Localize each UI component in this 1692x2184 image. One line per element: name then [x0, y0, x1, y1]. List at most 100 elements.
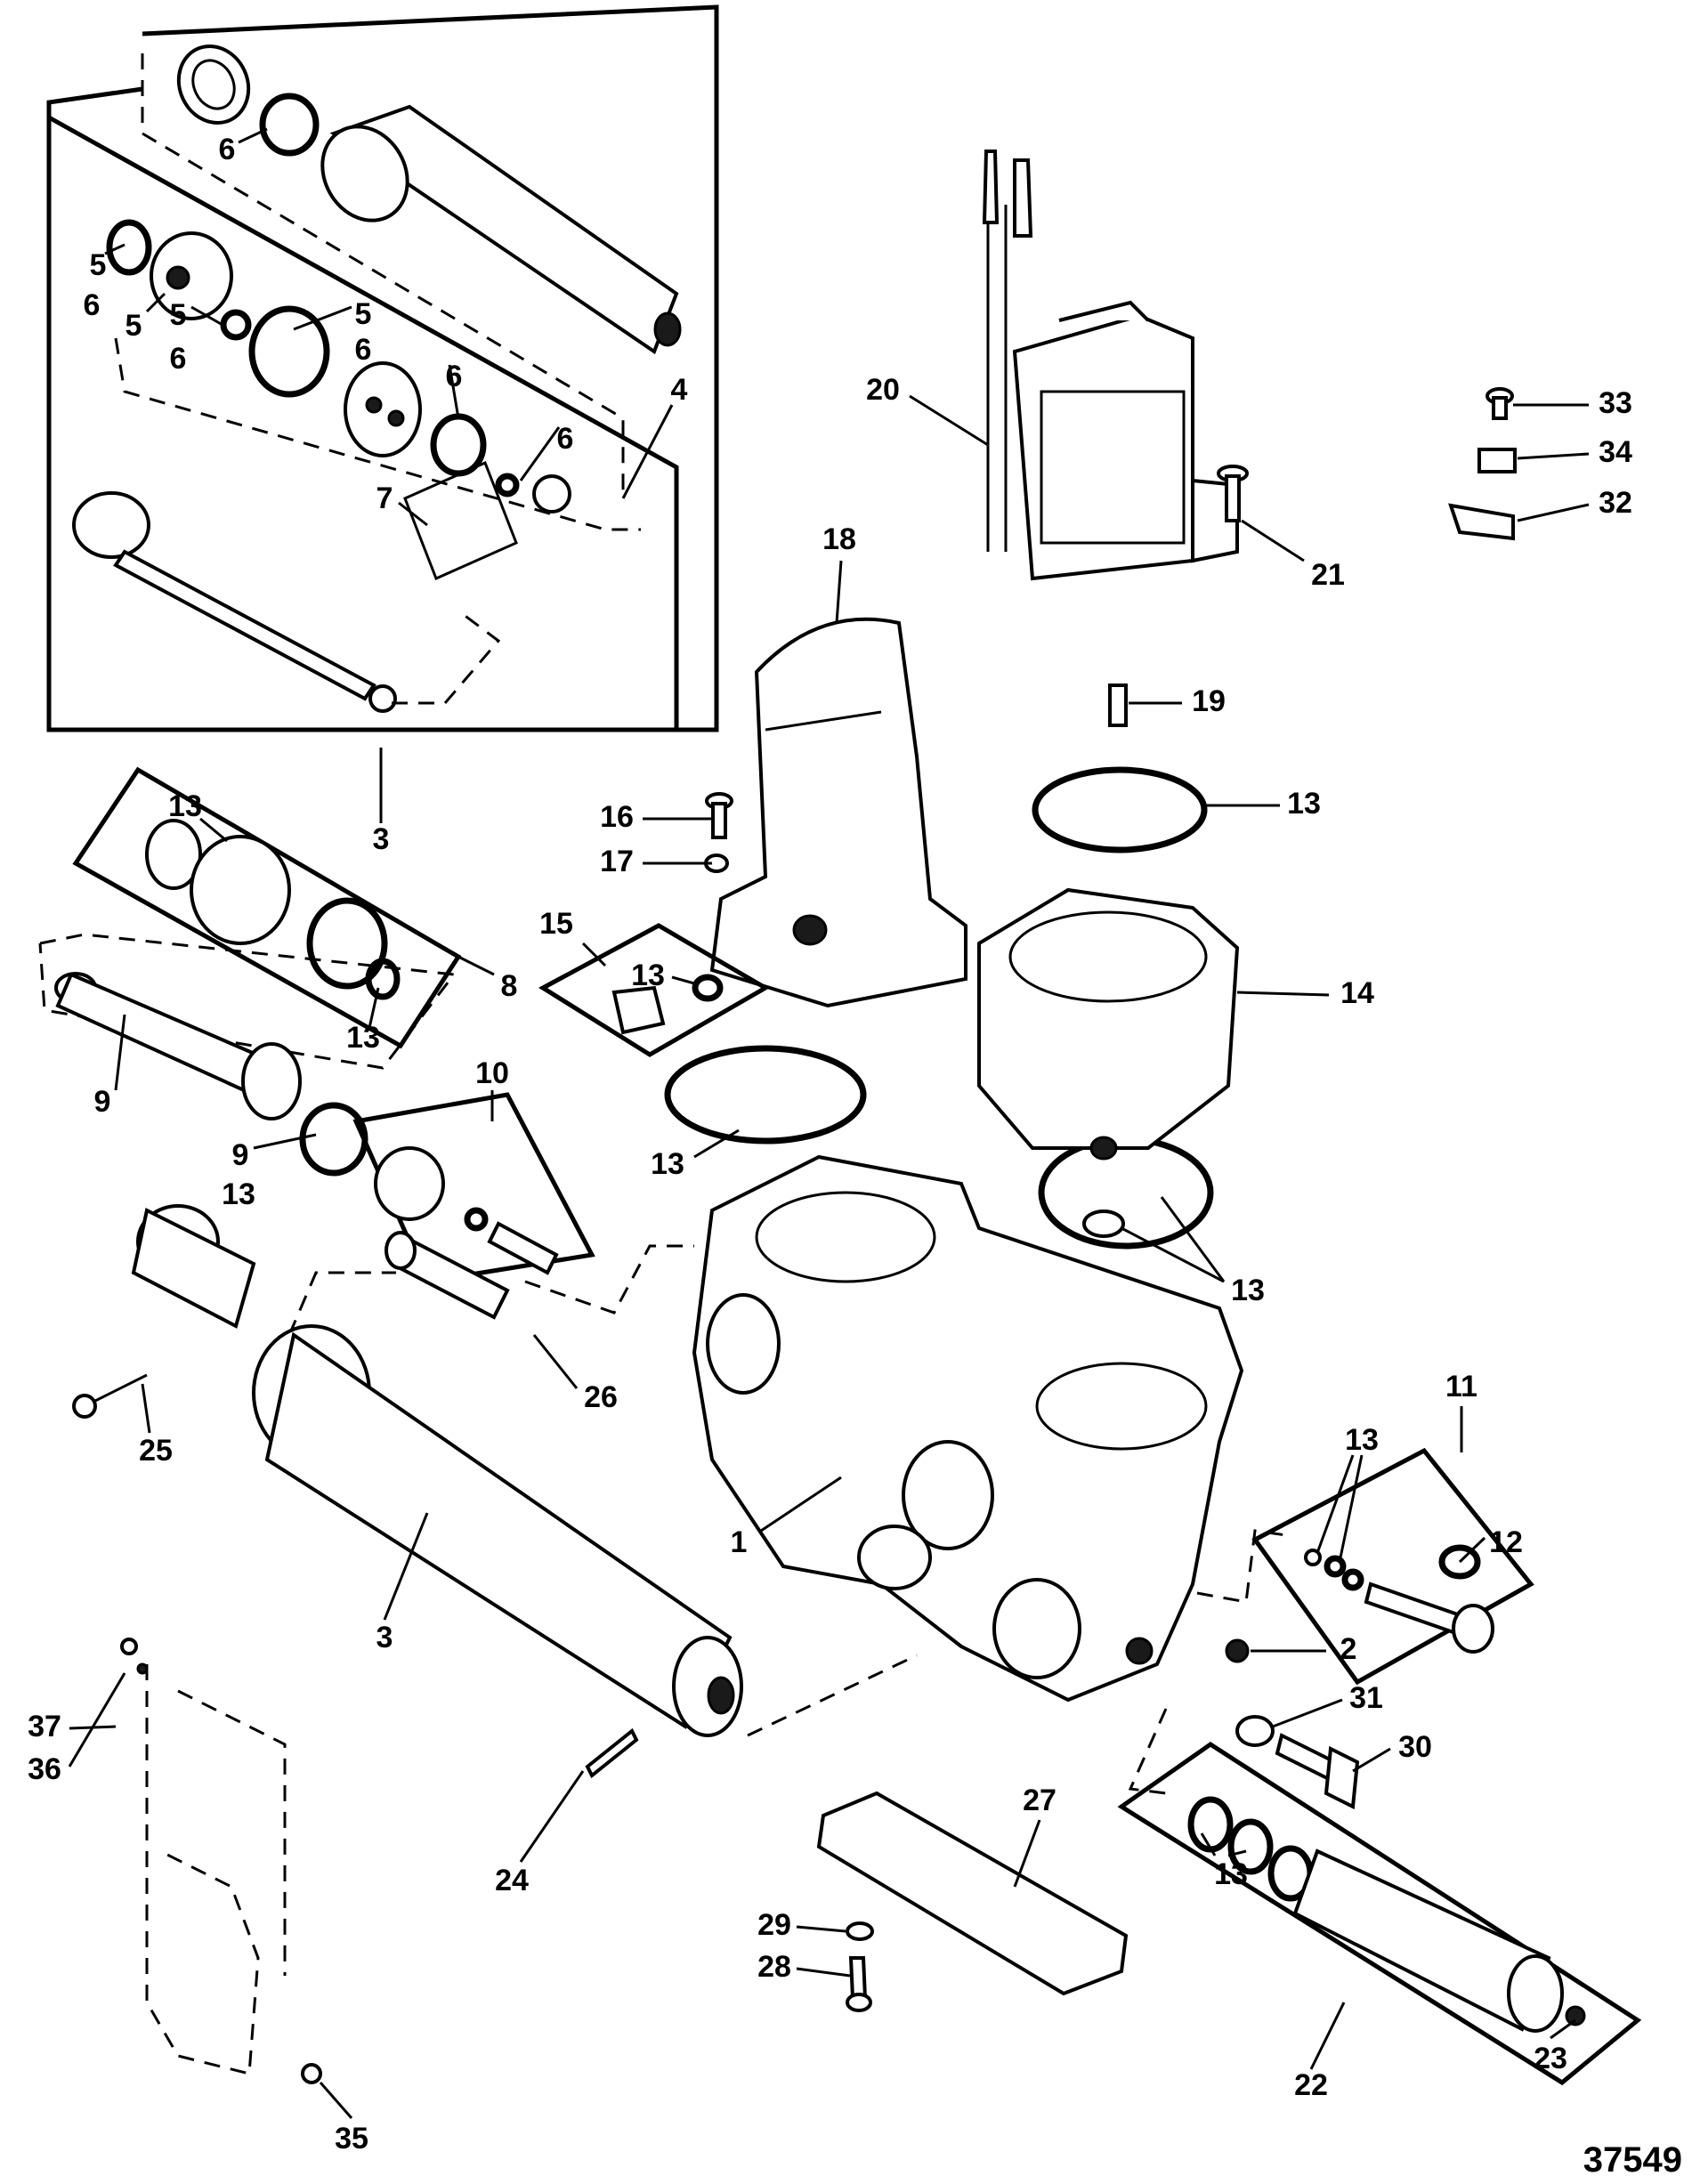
leader-line: [104, 243, 125, 255]
leader-line: [519, 426, 561, 481]
leader-line: [1458, 1536, 1486, 1564]
inset-8-box: [72, 766, 462, 1049]
dashed-guide-10: [524, 1244, 694, 1314]
callout-6: 6: [446, 360, 463, 393]
leader-line: [1121, 1226, 1225, 1283]
leader-line: [383, 1512, 429, 1621]
leader-line: [457, 955, 495, 976]
o-ring-5-large: [248, 305, 330, 398]
o-ring-13-upper-right: [1032, 766, 1208, 853]
callout-5: 5: [170, 298, 187, 332]
cylinder-tube-part: [320, 104, 682, 355]
parts-16-17: [704, 792, 733, 873]
cylinder-detail-inset: [46, 4, 719, 732]
callout-12: 12: [1489, 1525, 1523, 1559]
dashed-guide-26: [287, 1271, 396, 1336]
part-30-bolt: [1275, 1733, 1360, 1810]
o-ring-6-small: [495, 473, 520, 497]
leader-line: [760, 1476, 842, 1533]
callout-10: 10: [475, 1056, 509, 1090]
callout-6: 6: [170, 342, 187, 376]
leader-line: [368, 987, 380, 1029]
leader-line: [1309, 2002, 1346, 2070]
callout-11: 11: [1445, 1370, 1477, 1403]
callout-9: 9: [232, 1138, 249, 1172]
callout-15: 15: [539, 907, 573, 941]
part-28-screw: [846, 1956, 872, 2012]
leader-line: [68, 1672, 126, 1767]
leader-line: [1272, 1698, 1343, 1728]
callout-14: 14: [1340, 976, 1374, 1010]
callout-4: 4: [671, 373, 688, 407]
part-26-pin: [385, 1231, 510, 1320]
outboard-bracket-sketch: [120, 1638, 322, 2084]
part-25-pin: [72, 1373, 148, 1419]
o-ring-13-middle: [664, 1045, 867, 1145]
leader-line: [621, 404, 674, 499]
part-2-ball: [1225, 1638, 1250, 1663]
washer-part: [532, 474, 571, 514]
cylinder-cap-part: [176, 44, 251, 125]
part-7-detail-box: [403, 460, 518, 581]
piston-head-part: [150, 231, 233, 320]
dashed-guide-22: [1128, 1708, 1168, 1795]
inset-10-box: [352, 1092, 595, 1284]
leader-line: [796, 1967, 851, 1978]
part-14-pump-housing: [977, 887, 1240, 1161]
dashed-guide-9: [38, 933, 457, 1070]
dashed-guide-3-lower: [747, 1654, 918, 1737]
leader-line: [835, 560, 843, 624]
callout-6: 6: [355, 333, 372, 367]
callout-13: 13: [1287, 787, 1321, 821]
leader-line: [448, 364, 460, 419]
leader-line: [1160, 1196, 1226, 1282]
callout-6: 6: [84, 288, 101, 322]
callout-18: 18: [822, 522, 856, 556]
callout-labels: 6 5 6 5 5 6 5 6 6 6 4 7 3 13 8 13 9 9 13…: [28, 133, 1632, 2156]
leader-line: [1013, 1819, 1041, 1888]
inset-11-box: [1251, 1447, 1534, 1686]
leader-line: [398, 501, 428, 527]
part-31-washer: [1235, 1715, 1275, 1747]
callout-13: 13: [346, 1021, 380, 1055]
callout-25: 25: [139, 1434, 173, 1468]
callout-13: 13: [651, 1147, 684, 1181]
o-ring-5-small: [220, 309, 252, 341]
callout-13: 13: [222, 1177, 255, 1211]
leader-line: [141, 1383, 151, 1434]
valve-body-part: [344, 361, 422, 457]
leader-line: [253, 1133, 317, 1150]
leader-line: [114, 1014, 126, 1091]
callout-5: 5: [125, 309, 142, 343]
leader-line: [1517, 503, 1590, 522]
leader-line: [909, 394, 989, 447]
part-9-rod: [54, 972, 368, 1177]
leader-line: [1338, 1454, 1364, 1563]
callout-9: 9: [94, 1085, 111, 1119]
leader-line: [1236, 991, 1330, 997]
part-3-lower-cylinder: [131, 1204, 743, 1737]
callout-21: 21: [1311, 558, 1345, 592]
leader-line: [671, 975, 695, 985]
callout-1: 1: [731, 1525, 748, 1559]
leader-line: [796, 1925, 846, 1933]
callout-13: 13: [1231, 1274, 1265, 1307]
callout-13: 13: [631, 959, 665, 992]
callout-3: 3: [376, 1621, 393, 1654]
callout-36: 36: [28, 1752, 61, 1786]
callout-28: 28: [757, 1950, 791, 1984]
callout-35: 35: [335, 2122, 368, 2156]
leader-line: [1517, 452, 1590, 460]
callout-31: 31: [1349, 1681, 1383, 1715]
part-24-stud: [585, 1727, 639, 1779]
callout-17: 17: [600, 845, 634, 878]
callout-34: 34: [1599, 435, 1632, 469]
callout-24: 24: [495, 1864, 529, 1897]
leader-line: [293, 305, 352, 331]
callout-5: 5: [355, 297, 372, 331]
callout-3: 3: [373, 822, 390, 856]
leader-line: [1352, 1747, 1391, 1773]
part-29-washer: [846, 1921, 874, 1941]
callout-27: 27: [1023, 1784, 1056, 1817]
